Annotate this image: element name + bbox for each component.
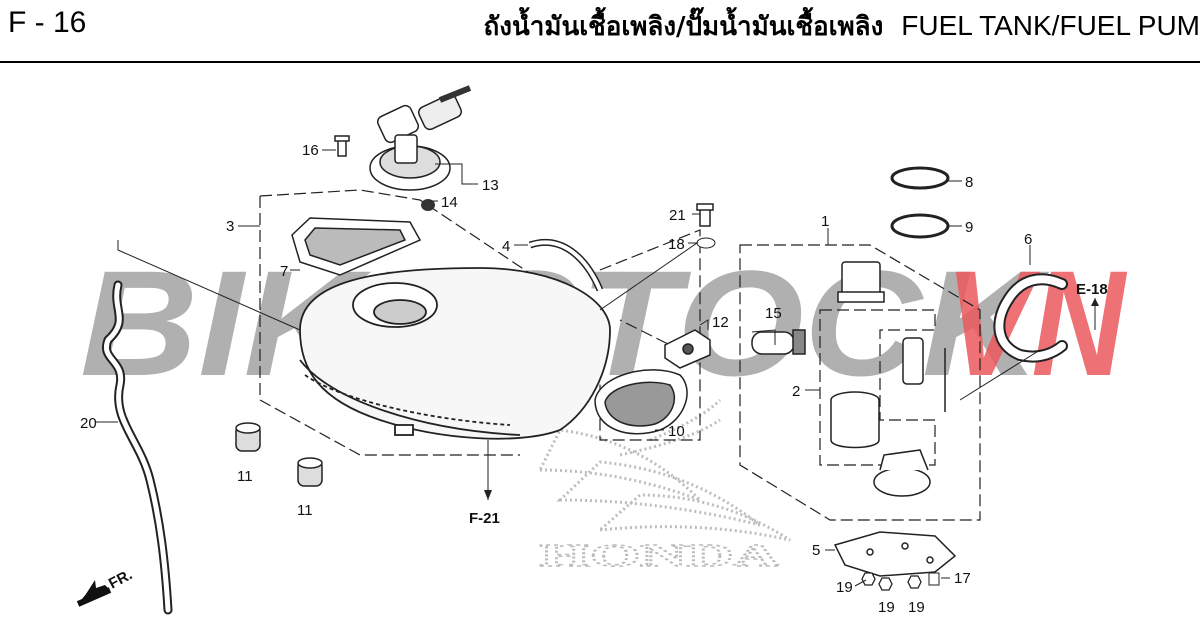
- callout-11-a: 11: [237, 468, 253, 485]
- callout-16: 16: [302, 142, 319, 159]
- callout-19-c: 19: [908, 599, 925, 616]
- callout-1: 1: [821, 213, 829, 230]
- bolt-part-16: [334, 135, 350, 157]
- header-divider: [0, 61, 1200, 63]
- side-pad-part-10: [594, 369, 688, 435]
- callout-19-b: 19: [878, 599, 895, 616]
- watermark-accent-text: VN: [945, 239, 1127, 407]
- page-code: F - 16: [8, 6, 87, 39]
- callout-7: 7: [280, 263, 288, 280]
- callout-4: 4: [502, 238, 510, 255]
- fuel-tank-body: [299, 267, 611, 440]
- tank-group-outline: [259, 189, 701, 441]
- callout-19-a: 19: [836, 579, 853, 596]
- honda-brand-text: HONDA: [540, 537, 780, 573]
- callout-numbers: 1 2 3 4 5 6 7 8 9 10 11 11 12 13 14 15 1…: [80, 142, 1032, 616]
- callout-17: 17: [954, 570, 971, 587]
- front-arrow-icon: [76, 580, 112, 607]
- leader-lines: [96, 149, 1041, 587]
- cap-part-14: [421, 199, 435, 211]
- callout-11-b: 11: [297, 502, 313, 519]
- callout-10: 10: [668, 423, 685, 440]
- callout-20: 20: [80, 415, 97, 432]
- callout-9: 9: [965, 219, 973, 236]
- washer-part-18: [696, 237, 716, 249]
- f21-arrow: [484, 490, 492, 500]
- page-title-thai: ถังน้ำมันเชื้อเพลิง/ปั๊มน้ำมันเชื้อเพลิง: [483, 12, 884, 42]
- packing-part-8: [890, 166, 950, 190]
- nuts-part-19: [861, 572, 922, 591]
- front-direction-label: FR.: [106, 566, 135, 592]
- e18-arrow: [1091, 298, 1099, 306]
- bolt-part-17: [928, 572, 940, 586]
- page-title: ถังน้ำมันเชื้อเพลิง/ปั๊มน้ำมันเชื้อเพลิง…: [484, 6, 1200, 47]
- callout-13: 13: [482, 177, 499, 194]
- mount-rubber-part-11-b: [297, 457, 323, 487]
- callout-6: 6: [1024, 231, 1032, 248]
- packing-part-9: [890, 213, 950, 239]
- honda-wing-icon: [537, 398, 791, 542]
- setting-plate-part-5: [833, 531, 957, 577]
- tank-bracket-outline: [599, 229, 701, 360]
- page-header: F - 16 ถังน้ำมันเชื้อเพลิง/ปั๊มน้ำมันเชื…: [0, 0, 1200, 63]
- callout-15: 15: [765, 305, 782, 322]
- callout-2: 2: [792, 383, 800, 400]
- group-outlines: [259, 189, 981, 521]
- fuel-cap-part-13: [369, 85, 472, 191]
- tank-group-outline-lower: [259, 196, 520, 456]
- callout-5: 5: [812, 542, 820, 559]
- reference-f21[interactable]: F-21: [469, 510, 500, 527]
- page-title-english: FUEL TANK/FUEL PUM: [901, 10, 1200, 41]
- fuel-pump-assembly-part-1: [830, 261, 946, 497]
- pump-group-outline: [739, 244, 981, 521]
- callout-12: 12: [712, 314, 729, 331]
- filter-part-15: [751, 329, 806, 355]
- callout-14: 14: [441, 194, 458, 211]
- callout-21: 21: [669, 207, 686, 224]
- bolt-part-21: [696, 203, 714, 227]
- mount-rubber-part-11-a: [235, 422, 261, 452]
- bracket-part-12: [664, 329, 711, 369]
- knee-pad-part-7: [291, 217, 422, 276]
- callout-3: 3: [226, 218, 234, 235]
- callout-8: 8: [965, 174, 973, 191]
- callout-18: 18: [668, 236, 685, 253]
- reference-e18[interactable]: E-18: [1076, 281, 1108, 298]
- pump-internal-outline: [819, 309, 936, 466]
